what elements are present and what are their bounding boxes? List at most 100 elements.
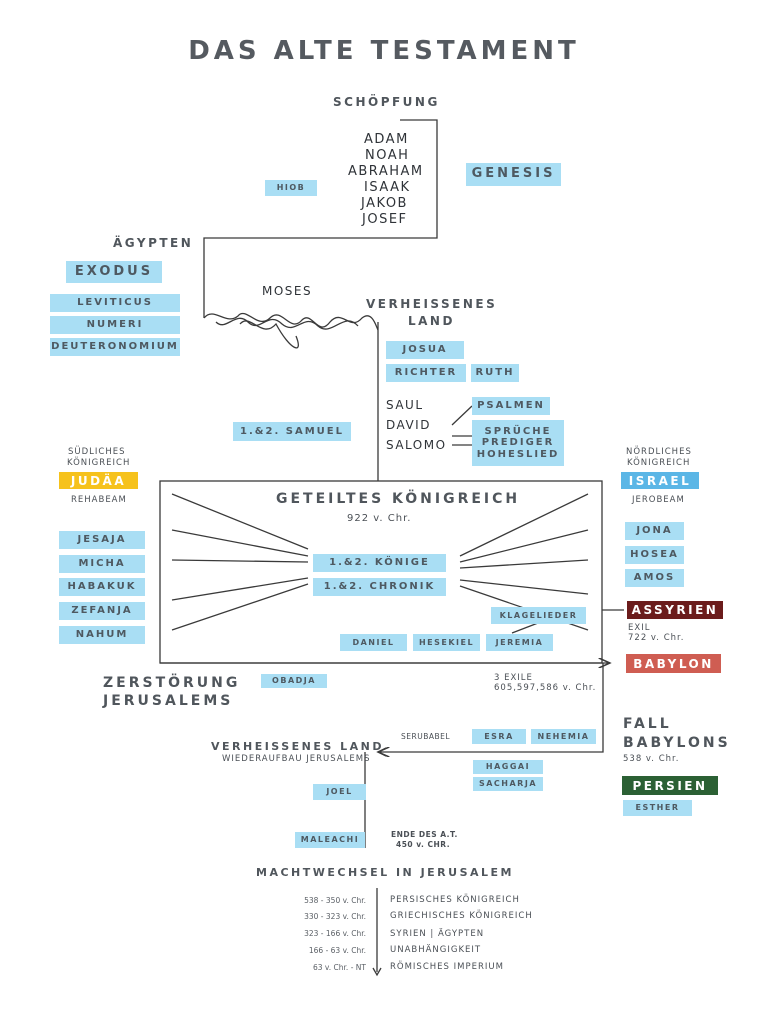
book-psalmen[interactable]: PSALMEN bbox=[472, 397, 550, 415]
patriarch-noah: NOAH bbox=[365, 148, 410, 163]
book-sprueche[interactable]: SPRÜCHE bbox=[484, 425, 552, 437]
book-amos[interactable]: AMOS bbox=[625, 569, 684, 587]
book-wisdom-group[interactable]: SPRÜCHE PREDIGER HOHESLIED bbox=[472, 420, 564, 466]
ray-left-5 bbox=[171, 583, 309, 631]
book-koenige[interactable]: 1.&2. KÖNIGE bbox=[313, 554, 446, 572]
patriarch-isaak: ISAAK bbox=[364, 180, 411, 195]
rehabeam-label: REHABEAM bbox=[71, 495, 127, 505]
patriarch-jakob: JAKOB bbox=[361, 196, 408, 211]
fall-heading-2: BABYLONS bbox=[623, 735, 731, 751]
book-hiob[interactable]: HIOB bbox=[265, 180, 317, 196]
serubabel-label: SERUBABEL bbox=[401, 732, 451, 741]
fall-heading-1: FALL bbox=[623, 716, 672, 732]
king-saul: SAUL bbox=[386, 398, 424, 412]
timeline-name: GRIECHISCHES KÖNIGREICH bbox=[390, 911, 533, 921]
return-arrowhead bbox=[376, 747, 387, 757]
book-joel[interactable]: JOEL bbox=[313, 784, 366, 800]
return-line bbox=[378, 663, 604, 752]
book-jona[interactable]: JONA bbox=[625, 522, 684, 540]
timeline-name: RÖMISCHES IMPERIUM bbox=[390, 962, 504, 972]
zerstoerung-heading-1: ZERSTÖRUNG bbox=[103, 675, 241, 691]
kingdom-assyrien[interactable]: ASSYRIEN bbox=[627, 601, 723, 619]
book-numeri[interactable]: NUMERI bbox=[50, 316, 180, 334]
kingdom-babylon[interactable]: BABYLON bbox=[626, 654, 721, 673]
book-haggai[interactable]: HAGGAI bbox=[473, 760, 543, 774]
suedliches-label-2: KÖNIGREICH bbox=[67, 458, 131, 468]
book-jeremia[interactable]: JEREMIA bbox=[486, 634, 553, 651]
verheissenes-land-heading-1: VERHEISSENES bbox=[366, 297, 498, 311]
suedliches-label-1: SÜDLICHES bbox=[68, 447, 126, 457]
book-zefanja[interactable]: ZEFANJA bbox=[59, 602, 145, 620]
timeline-name: PERSISCHES KÖNIGREICH bbox=[390, 895, 520, 905]
creation-bracket-line bbox=[203, 119, 438, 318]
geteiltes-date: 922 v. Chr. bbox=[347, 513, 412, 524]
book-hoheslied[interactable]: HOHESLIED bbox=[476, 448, 560, 460]
book-richter[interactable]: RICHTER bbox=[386, 364, 466, 382]
verheissenes-land-heading-2: LAND bbox=[408, 314, 455, 328]
noerdliches-label-1: NÖRDLICHES bbox=[626, 447, 692, 457]
verheissenes-land-b-heading: VERHEISSENES LAND bbox=[211, 740, 385, 753]
book-habakuk[interactable]: HABAKUK bbox=[59, 578, 145, 596]
book-sacharja[interactable]: SACHARJA bbox=[473, 777, 543, 791]
timeline-date: 166 - 63 v. Chr. bbox=[308, 946, 366, 955]
book-jesaja[interactable]: JESAJA bbox=[59, 531, 145, 549]
book-nahum[interactable]: NAHUM bbox=[59, 626, 145, 644]
timeline-arrowhead bbox=[372, 967, 382, 977]
exile-label-2: 605,597,586 v. Chr. bbox=[494, 683, 597, 693]
patriarch-josef: JOSEF bbox=[362, 212, 408, 227]
david-psalmen-connector bbox=[451, 405, 473, 426]
ray-left-3 bbox=[171, 559, 309, 563]
schoepfung-heading: SCHÖPFUNG bbox=[333, 95, 440, 109]
king-david: DAVID bbox=[386, 418, 431, 432]
kingdom-israel[interactable]: ISRAEL bbox=[621, 472, 699, 489]
book-nehemia[interactable]: NEHEMIA bbox=[531, 729, 596, 744]
timeline-name: SYRIEN | ÄGYPTEN bbox=[390, 929, 485, 939]
book-josua[interactable]: JOSUA bbox=[386, 341, 464, 359]
book-obadja[interactable]: OBADJA bbox=[261, 674, 327, 688]
aegypten-heading: ÄGYPTEN bbox=[113, 236, 194, 250]
patriarch-abraham: ABRAHAM bbox=[348, 164, 424, 179]
exil-label-2: 722 v. Chr. bbox=[628, 633, 685, 643]
ray-right-1 bbox=[459, 493, 589, 557]
book-esra[interactable]: ESRA bbox=[472, 729, 526, 744]
jeremia-klagelieder-connector bbox=[511, 622, 539, 634]
timeline-date: 323 - 166 v. Chr. bbox=[304, 929, 366, 938]
king-salomo: SALOMO bbox=[386, 438, 447, 452]
book-leviticus[interactable]: LEVITICUS bbox=[50, 294, 180, 312]
ray-left-4 bbox=[171, 577, 309, 601]
moses-wandering-loop bbox=[239, 320, 299, 349]
ray-right-2 bbox=[459, 529, 589, 563]
exil-label-1: EXIL bbox=[628, 623, 651, 633]
kingdom-judaa[interactable]: JUDÄA bbox=[59, 472, 138, 489]
book-exodus[interactable]: EXODUS bbox=[66, 261, 162, 283]
ende-label-1: ENDE DES A.T. bbox=[391, 830, 458, 839]
book-deuteronomium[interactable]: DEUTERONOMIUM bbox=[50, 338, 180, 356]
page-title: DAS ALTE TESTAMENT bbox=[188, 36, 580, 66]
book-hesekiel[interactable]: HESEKIEL bbox=[413, 634, 480, 651]
ray-right-4 bbox=[459, 579, 589, 595]
book-chronik[interactable]: 1.&2. CHRONIK bbox=[313, 578, 446, 596]
ende-label-2: 450 v. CHR. bbox=[396, 840, 451, 849]
book-hosea[interactable]: HOSEA bbox=[625, 546, 684, 564]
patriarch-adam: ADAM bbox=[364, 132, 409, 147]
book-ruth[interactable]: RUTH bbox=[471, 364, 519, 382]
book-samuel[interactable]: 1.&2. SAMUEL bbox=[233, 422, 351, 441]
moses-wandering-path bbox=[203, 313, 379, 331]
noerdliches-label-2: KÖNIGREICH bbox=[627, 458, 691, 468]
wiederaufbau-label: WIEDERAUFBAU JERUSALEMS bbox=[222, 754, 371, 764]
book-micha[interactable]: MICHA bbox=[59, 555, 145, 573]
kingdom-persien[interactable]: PERSIEN bbox=[622, 776, 718, 795]
ray-right-3 bbox=[459, 559, 589, 569]
jerobeam-label: JEROBEAM bbox=[632, 495, 685, 505]
fall-date: 538 v. Chr. bbox=[623, 754, 680, 764]
book-prediger[interactable]: PREDIGER bbox=[481, 437, 555, 449]
book-maleachi[interactable]: MALEACHI bbox=[295, 832, 365, 848]
book-daniel[interactable]: DANIEL bbox=[340, 634, 407, 651]
book-genesis[interactable]: GENESIS bbox=[466, 163, 561, 186]
book-klagelieder[interactable]: KLAGELIEDER bbox=[491, 607, 586, 624]
ray-left-2 bbox=[171, 529, 309, 557]
book-esther[interactable]: ESTHER bbox=[623, 800, 692, 816]
moses-label: MOSES bbox=[262, 284, 313, 298]
